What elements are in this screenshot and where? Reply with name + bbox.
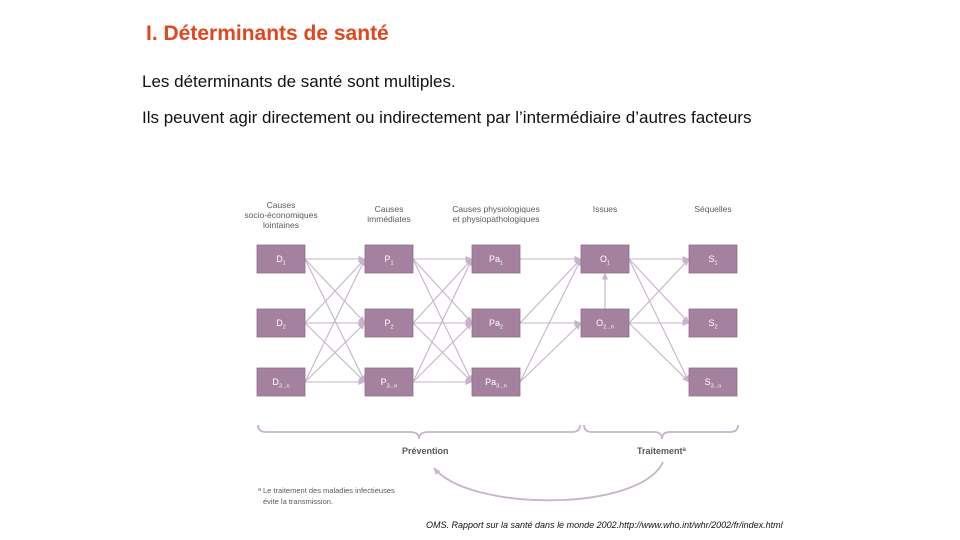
arrow-17 bbox=[412, 322, 473, 383]
svg-text:P1: P1 bbox=[384, 254, 393, 267]
node-pa-1: Pa1 bbox=[471, 244, 521, 274]
svg-text:D1: D1 bbox=[276, 254, 286, 267]
paragraph-determinants-multiples: Les déterminants de santé sont multiples… bbox=[142, 72, 456, 91]
arrow-26 bbox=[628, 258, 690, 383]
node-pa-3: Pa3...n bbox=[471, 367, 521, 397]
svg-text:Pa2: Pa2 bbox=[489, 318, 503, 331]
causal-arrows bbox=[304, 256, 690, 385]
svg-text:Pa1: Pa1 bbox=[489, 254, 503, 267]
node-o-1: O1 bbox=[580, 244, 630, 274]
node-d-1: D1 bbox=[256, 244, 306, 274]
arrow-20 bbox=[519, 258, 582, 324]
feedback-arc bbox=[433, 461, 664, 502]
svg-text:O2...n: O2...n bbox=[596, 318, 614, 331]
node-p-2: P2 bbox=[364, 308, 414, 338]
arrow-8 bbox=[304, 322, 366, 383]
node-s-2: S2 bbox=[688, 308, 738, 338]
svg-text:D3...n: D3...n bbox=[272, 377, 289, 390]
paragraph-direct-indirect: Ils peuvent agir directement ou indirect… bbox=[142, 108, 752, 127]
arrow-23 bbox=[519, 322, 582, 383]
source-citation: OMS. Rapport sur la santé dans le monde … bbox=[426, 520, 783, 530]
prevention-label: Prévention bbox=[402, 446, 449, 456]
treatment-brace bbox=[583, 424, 739, 440]
node-o-2: O2...n bbox=[580, 308, 630, 338]
node-s-1: S1 bbox=[688, 244, 738, 274]
svg-text:S3...n: S3...n bbox=[705, 377, 722, 390]
arrow-22 bbox=[519, 258, 582, 383]
arrow-29 bbox=[628, 322, 690, 383]
node-pa-2: Pa2 bbox=[471, 308, 521, 338]
prevention-treatment-section: Prévention Traitementa a Le traitement d… bbox=[257, 424, 739, 506]
svg-text:P2: P2 bbox=[384, 318, 393, 331]
node-d-3: D3...n bbox=[256, 367, 306, 397]
node-d-2: D2 bbox=[256, 308, 306, 338]
svg-text:S1: S1 bbox=[708, 254, 717, 267]
svg-text:O1: O1 bbox=[600, 254, 610, 267]
node-p-3: P3...n bbox=[364, 367, 414, 397]
svg-text:S2: S2 bbox=[708, 318, 717, 331]
svg-text:D2: D2 bbox=[276, 318, 286, 331]
arrow-27 bbox=[628, 258, 690, 324]
arrow-13 bbox=[412, 258, 473, 324]
slide-title: I. Déterminants de santé bbox=[146, 22, 389, 45]
arrow-7 bbox=[304, 258, 366, 383]
arrow-4 bbox=[304, 258, 366, 324]
column-header-5: Séquelles bbox=[694, 204, 731, 214]
node-s-3: S3...n bbox=[688, 367, 738, 397]
svg-text:Pa3...n: Pa3...n bbox=[485, 377, 507, 390]
prevention-brace bbox=[257, 424, 581, 440]
treatment-label: Traitementa bbox=[637, 446, 687, 456]
node-p-1: P1 bbox=[364, 244, 414, 274]
footnote: a Le traitement des maladies infectieuse… bbox=[258, 484, 397, 506]
arrow-16 bbox=[412, 258, 473, 383]
svg-text:P3...n: P3...n bbox=[381, 377, 398, 390]
column-header-4: Issues bbox=[593, 204, 618, 214]
